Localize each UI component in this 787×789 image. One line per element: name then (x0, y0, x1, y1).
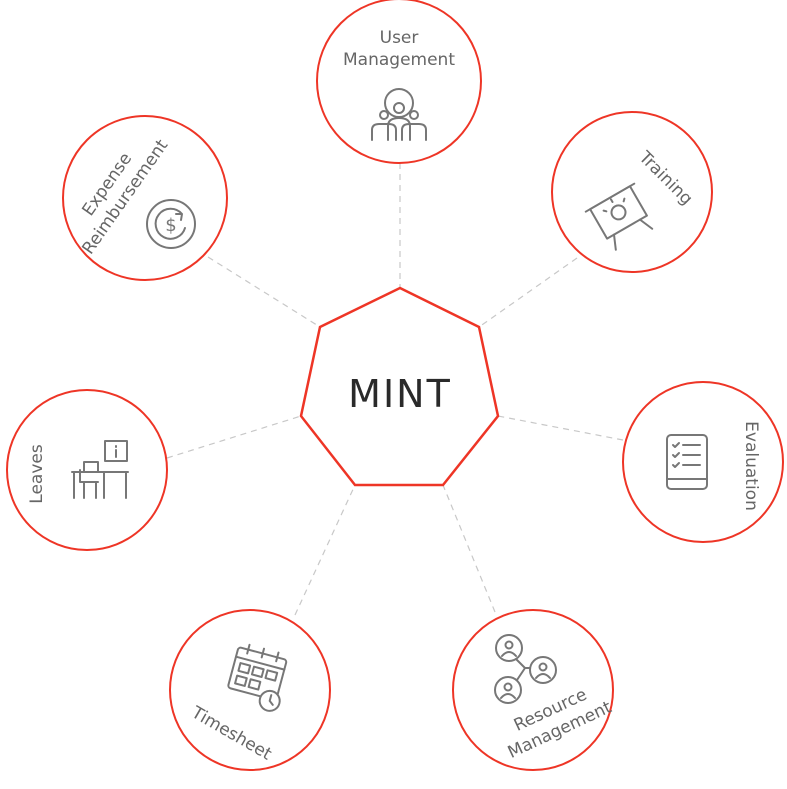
module-leaves[interactable]: Leaves (6, 389, 168, 551)
module-label-line2: Management (343, 50, 455, 70)
module-label: Leaves (27, 444, 47, 504)
desk-chair-icon (71, 440, 129, 499)
module-resource-management[interactable]: Resource Management (452, 609, 615, 771)
svg-text:$: $ (165, 215, 176, 236)
refund-dollar-icon: $ (146, 199, 196, 249)
presentation-board-icon (584, 182, 654, 251)
people-network-icon (494, 634, 557, 704)
connector-timesheet (294, 484, 356, 616)
module-evaluation[interactable]: Evaluation (622, 381, 784, 543)
center-heptagon: MINT (299, 286, 500, 487)
connector-evaluation (497, 415, 624, 441)
module-label: Evaluation (741, 421, 761, 511)
module-circle (62, 115, 228, 281)
module-circle (622, 381, 784, 543)
connector-resource-management (442, 484, 496, 613)
module-circle (6, 389, 168, 551)
calendar-clock-icon (227, 643, 288, 712)
center-title: MINT (348, 372, 452, 416)
module-timesheet[interactable]: Timesheet (169, 609, 331, 771)
module-user-management[interactable]: User Management (316, 0, 482, 164)
module-expense-reimbursement[interactable]: Expense Reimbursement $ (60, 115, 228, 281)
connector-training (478, 257, 578, 328)
heptagon-shape (299, 286, 500, 487)
connector-leaves (166, 415, 302, 459)
module-circle (316, 0, 482, 164)
module-circle (551, 111, 713, 273)
module-circle (169, 609, 331, 771)
checklist-tablet-icon (666, 434, 708, 490)
module-circle (452, 609, 614, 771)
user-gear-icon (371, 88, 427, 141)
connector-expense-reimbursement (207, 256, 321, 328)
module-training[interactable]: Training (551, 111, 713, 273)
connectors (166, 163, 624, 616)
module-label-line1: User (380, 28, 419, 48)
